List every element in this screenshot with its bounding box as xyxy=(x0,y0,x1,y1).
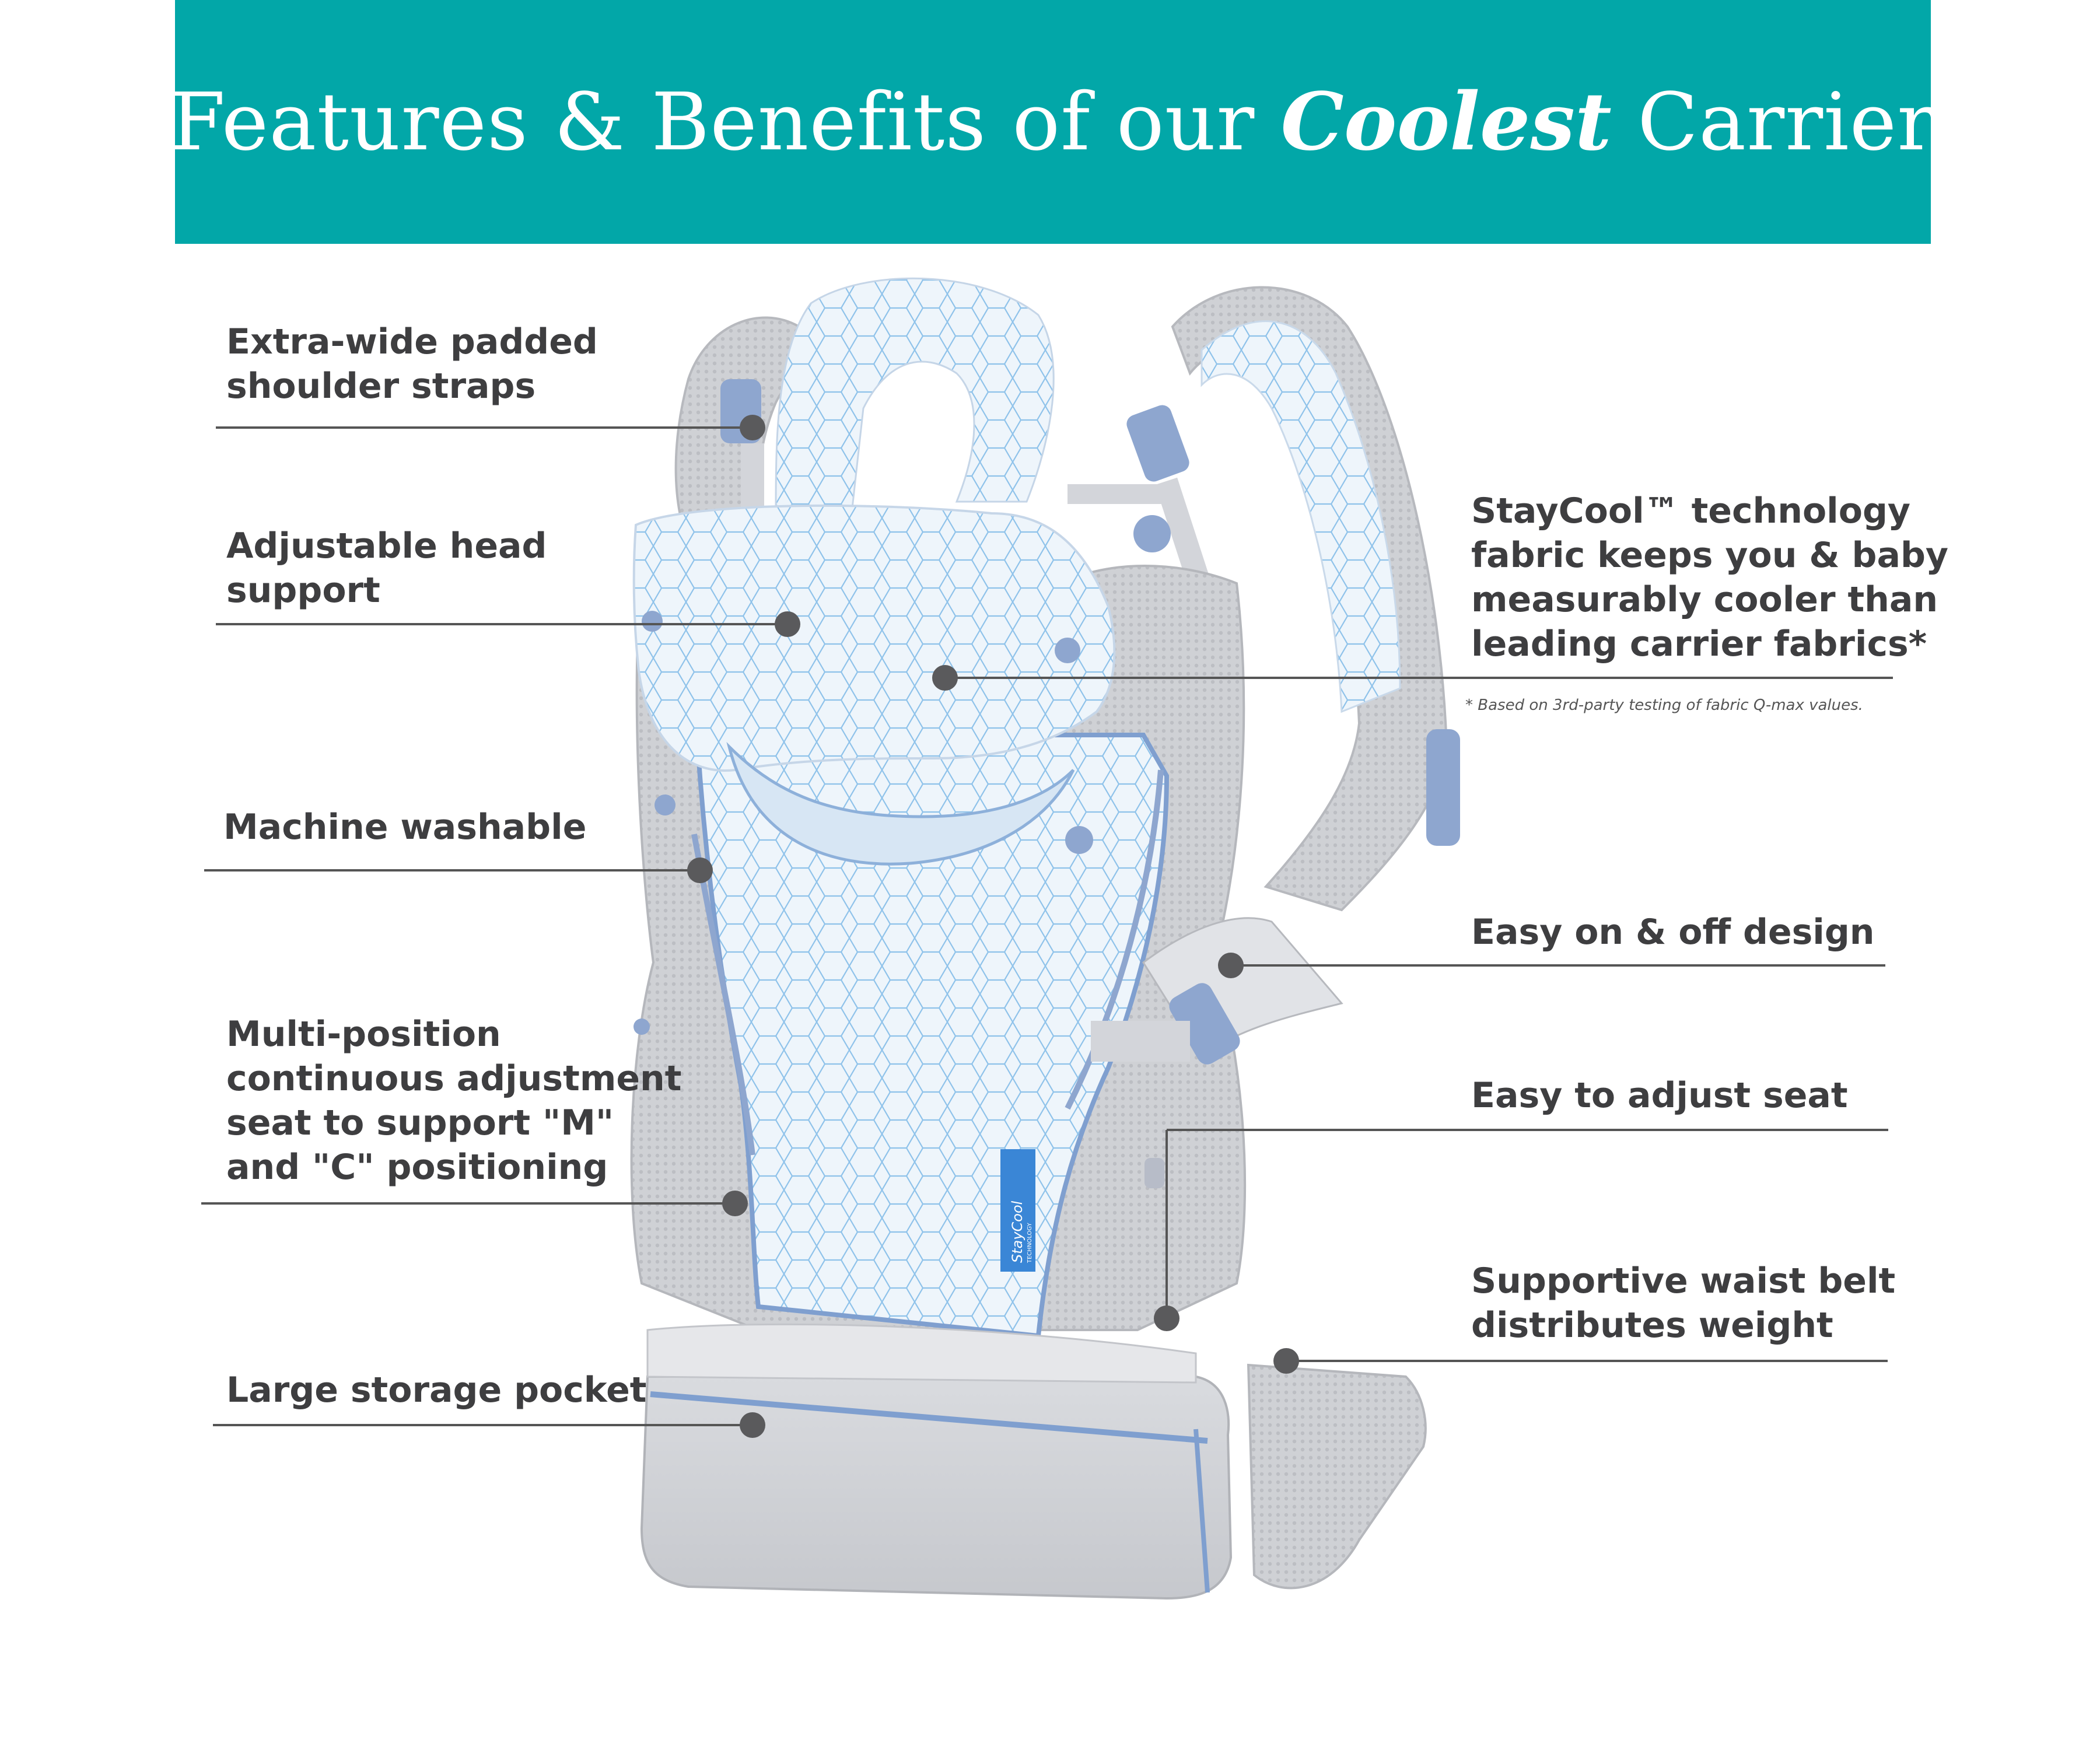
callout-easy-adjust-seat: Easy to adjust seat xyxy=(1471,1073,1848,1118)
callout-dots xyxy=(687,415,1299,1438)
callout-line: Large storage pocket xyxy=(226,1370,647,1410)
callout-multi-position-seat: Multi-position continuous adjustment sea… xyxy=(226,1012,681,1189)
leader-lines xyxy=(201,426,1893,1426)
callout-line: leading carrier fabrics* xyxy=(1471,624,1927,664)
callout-line: Machine washable xyxy=(223,807,587,848)
callout-line: fabric keeps you & baby xyxy=(1471,535,1949,576)
callout-waist-belt: Supportive waist belt distributes weight xyxy=(1471,1259,1895,1348)
callout-line: shoulder straps xyxy=(226,366,536,407)
waist-belt xyxy=(1247,1363,1427,1590)
staycool-tag xyxy=(1000,1149,1035,1272)
callout-line: Supportive waist belt xyxy=(1471,1261,1896,1301)
title-script-word: Coolest xyxy=(1280,75,1612,169)
callout-line: Multi-position xyxy=(226,1014,501,1055)
callout-line: continuous adjustment xyxy=(226,1058,682,1099)
testing-footnote: * Based on 3rd-party testing of fabric Q… xyxy=(1465,696,1863,714)
staycool-tag-text: StayCool xyxy=(1009,1200,1026,1263)
callout-shoulder-straps: Extra-wide padded shoulder straps xyxy=(226,320,598,408)
callout-line: StayCool™ technology xyxy=(1471,491,1911,531)
callout-line: seat to support "M" xyxy=(226,1102,614,1143)
callout-easy-on-off: Easy on & off design xyxy=(1471,910,1875,954)
callout-line: support xyxy=(226,570,380,611)
callout-line: Extra-wide padded xyxy=(226,321,598,362)
callout-machine-washable: Machine washable xyxy=(223,805,586,849)
callout-staycool-technology: StayCool™ technology fabric keeps you & … xyxy=(1471,489,1948,666)
title-banner: Features & Benefits of our Coolest Carri… xyxy=(170,0,1935,244)
title-prefix: Features & Benefits of our xyxy=(170,76,1281,169)
page-title: Features & Benefits of our Coolest Carri… xyxy=(170,82,1936,162)
staycool-tag-subtext: TECHNOLOGY xyxy=(1027,1222,1033,1264)
title-suffix: Carrier xyxy=(1611,76,1936,169)
callout-line: Easy on & off design xyxy=(1471,912,1875,953)
callout-storage-pocket: Large storage pocket xyxy=(226,1368,646,1412)
callout-line: distributes weight xyxy=(1471,1305,1833,1346)
callout-line: measurably cooler than xyxy=(1471,579,1938,620)
callout-head-support: Adjustable head support xyxy=(226,524,547,612)
callout-line: Easy to adjust seat xyxy=(1471,1075,1848,1116)
head-support-panel xyxy=(632,504,1116,772)
callout-line: and "C" positioning xyxy=(226,1147,608,1188)
storage-pocket xyxy=(640,1376,1233,1600)
callout-line: Adjustable head xyxy=(226,526,547,566)
